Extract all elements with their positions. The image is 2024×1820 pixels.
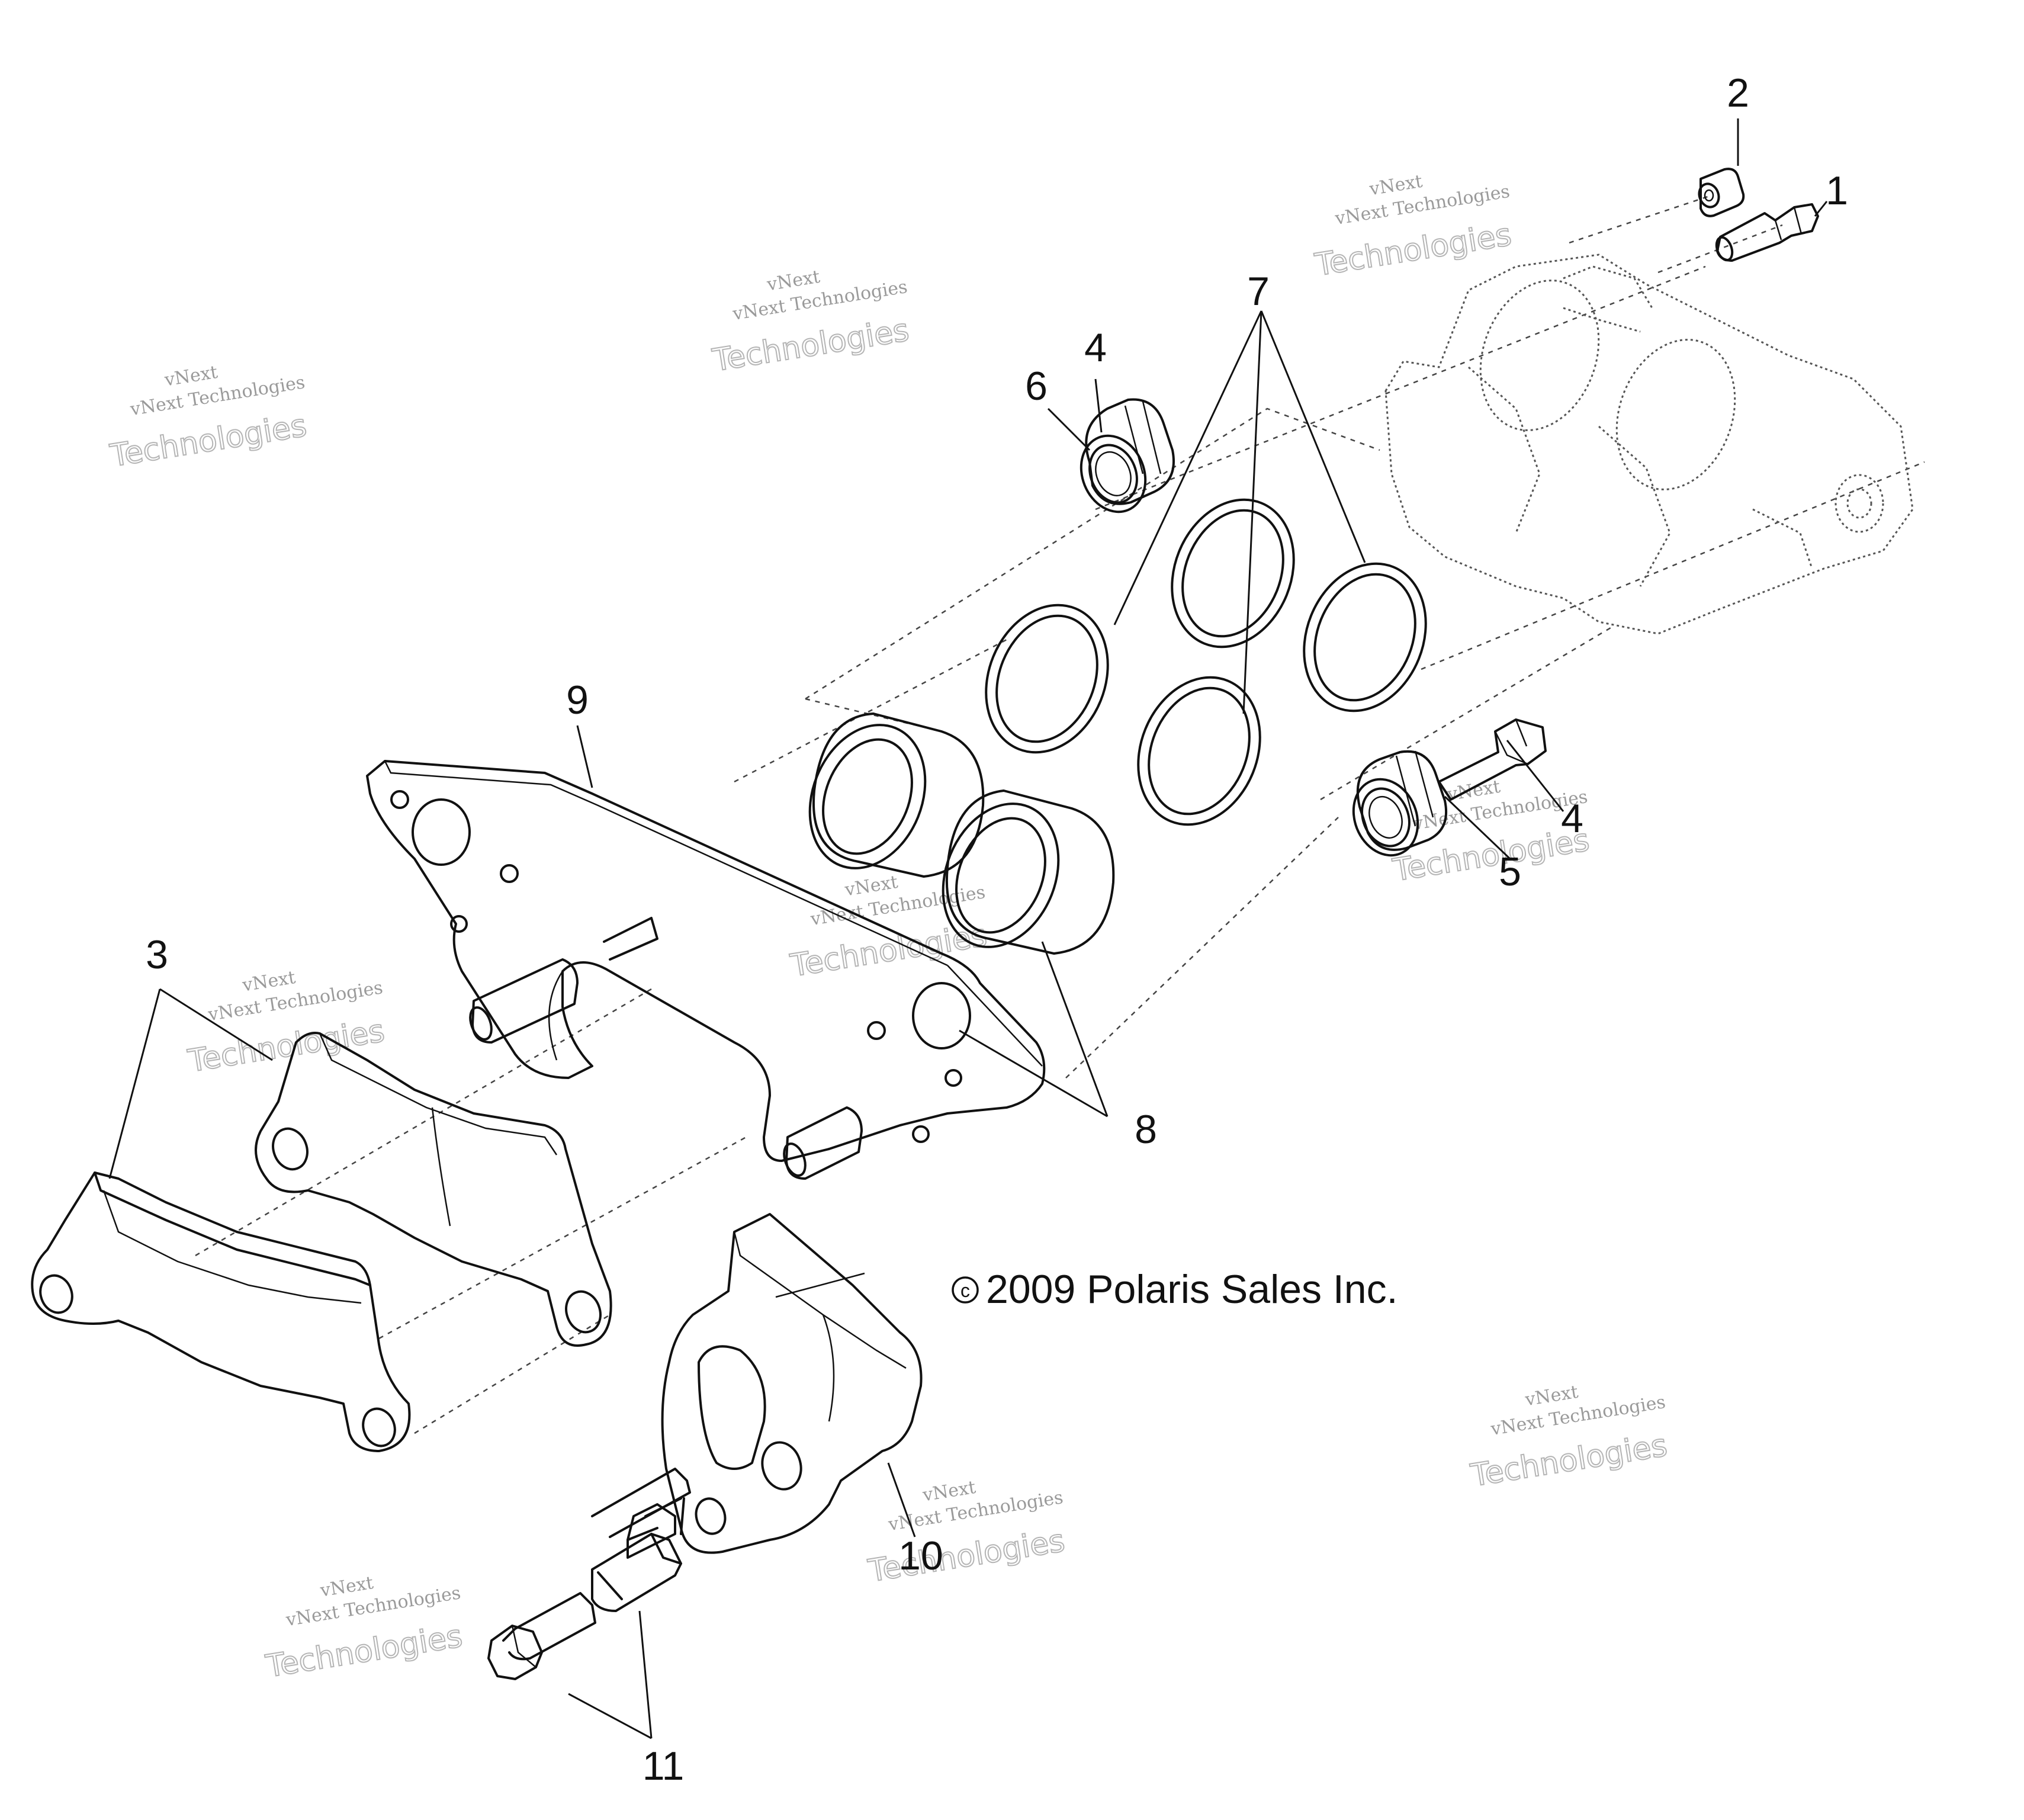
- copyright-symbol: c: [960, 1280, 970, 1301]
- part-11-mounting-bolts: [487, 1468, 691, 1680]
- part-3-outer-brake-pad: [31, 1171, 411, 1452]
- part-6-upper-seal-boot: [1080, 398, 1175, 513]
- leader-lines: [108, 118, 1828, 1739]
- assembly-center-lines: [195, 194, 1925, 1434]
- watermarks: vNext vNext Technologies Technologies vN…: [107, 171, 1670, 1686]
- watermark-4: vNext vNext Technologies Technologies: [185, 967, 387, 1080]
- part-3-inner-brake-pad: [255, 1032, 612, 1347]
- callout-4-upper: 4: [1084, 325, 1107, 370]
- part-1-bleeder-screw: [1715, 203, 1819, 262]
- callout-5: 5: [1499, 849, 1521, 894]
- copyright-symbol-circle: [952, 1276, 979, 1304]
- watermark-9: vNext vNext Technologies Technologies: [1467, 1382, 1670, 1494]
- callout-6: 6: [1025, 364, 1048, 409]
- callout-numbers: 2 1 4 6 7 4 5 9 3 8 10 11: [146, 70, 1848, 1789]
- callout-1: 1: [1826, 168, 1848, 213]
- copyright-text: 2009 Polaris Sales Inc.: [986, 1267, 1398, 1312]
- part-9-caliper-bracket: [366, 760, 1046, 1180]
- callout-4-lower: 4: [1561, 796, 1583, 841]
- callout-10: 10: [898, 1533, 943, 1578]
- callout-8: 8: [1135, 1107, 1157, 1152]
- caliper-body: [1384, 253, 1914, 635]
- watermark-3: vNext vNext Technologies Technologies: [1312, 171, 1514, 284]
- callout-7: 7: [1247, 269, 1270, 314]
- part-2-bleeder-cap: [1698, 168, 1745, 217]
- watermark-2: vNext vNext Technologies Technologies: [709, 267, 912, 379]
- callout-2: 2: [1727, 70, 1749, 115]
- part-4-slide-pin: [1438, 718, 1547, 801]
- part-5-lower-seal-boot: [1352, 750, 1448, 857]
- callout-9: 9: [566, 678, 589, 723]
- part-7-piston-seals: [985, 498, 1427, 826]
- part-10-caliper-mount: [661, 1213, 923, 1554]
- watermark-1: vNext vNext Technologies Technologies: [107, 362, 310, 474]
- watermark-7: vNext vNext Technologies Technologies: [263, 1572, 465, 1685]
- part-8-pistons: [808, 712, 1115, 955]
- watermark-8: vNext vNext Technologies Technologies: [865, 1477, 1068, 1590]
- copyright-notice: c 2009 Polaris Sales Inc.: [952, 1267, 1398, 1312]
- callout-3: 3: [146, 932, 168, 977]
- callout-11: 11: [642, 1744, 685, 1789]
